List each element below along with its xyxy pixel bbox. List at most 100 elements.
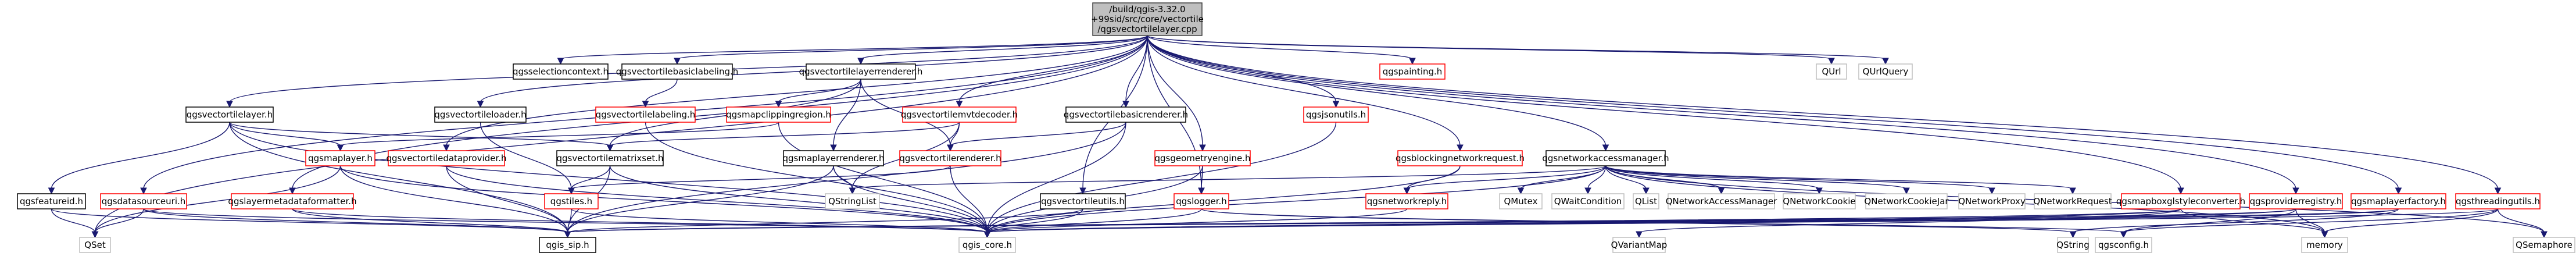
node-qgsvectortilemvtdecoder[interactable]: qgsvectortilemvtdecoder.h: [901, 106, 1018, 123]
node-QNetworkAccessManager[interactable]: QNetworkAccessManager: [1666, 193, 1777, 209]
node-QNetworkRequest[interactable]: QNetworkRequest: [2033, 193, 2112, 209]
node-qgsvectortilerenderer[interactable]: qgsvectortilerenderer.h: [899, 150, 1001, 166]
node-qgsmapclippingregion[interactable]: qgsmapclippingregion.h: [726, 106, 831, 123]
edge-qgsmaplayerfactory-to-qgis_sip: [567, 208, 2399, 233]
arrowhead-qgis_core: [983, 231, 991, 239]
node-qgis_sip[interactable]: qgis_sip.h: [539, 237, 596, 253]
node-label: qgspainting.h: [1383, 66, 1443, 77]
arrowhead-qgstiles: [568, 187, 575, 195]
node-qgsnetworkreply[interactable]: qgsnetworkreply.h: [1365, 193, 1448, 209]
edge-qgsnetworkaccessmanager-to-QNetworkCookieJar: [1605, 165, 1907, 190]
node-qgslayermetadataformatter[interactable]: qgslayermetadataformatter.h: [228, 193, 357, 209]
node-label: qgsblockingnetworkrequest.h: [1396, 153, 1525, 163]
edge-root-to-qgsblockingnetworkrequest: [1147, 35, 1461, 147]
node-label: qgsmaplayerrenderer.h: [782, 153, 884, 163]
node-QNetworkCookieJar[interactable]: QNetworkCookieJar: [1864, 193, 1949, 209]
arrowhead-QWaitCondition: [1584, 187, 1591, 195]
node-box: [1499, 193, 1543, 209]
node-qgis_core[interactable]: qgis_core.h: [958, 237, 1016, 253]
node-box: [1173, 193, 1229, 209]
edge-root-to-qgsthreadingutils: [1147, 35, 2499, 190]
edge-qgsnetworkaccessmanager-to-QNetworkRequest: [1605, 165, 2073, 190]
node-qgsvectortilebasiclabeling[interactable]: qgsvectortilebasiclabeling.h: [616, 63, 739, 80]
node-qgsvectortilebasicrenderer[interactable]: qgsvectortilebasicrenderer.h: [1064, 106, 1188, 123]
arrowhead-qgsthreadingutils: [2494, 187, 2502, 195]
node-QString[interactable]: QString: [2056, 237, 2090, 253]
node-qgsvectortilelayerrenderer[interactable]: qgsvectortilelayerrenderer.h: [799, 63, 923, 80]
node-label: qgsjsonutils.h: [1306, 109, 1366, 120]
arrowhead-qgsvectortileutils: [1079, 187, 1086, 195]
node-QVariantMap[interactable]: QVariantMap: [1611, 237, 1668, 253]
node-qgslogger[interactable]: qgslogger.h: [1173, 193, 1229, 209]
node-qgsmaplayerrenderer[interactable]: qgsmaplayerrenderer.h: [782, 150, 885, 166]
arrowhead-qgsvectortilelayer: [226, 101, 233, 108]
node-qgsthreadingutils[interactable]: qgsthreadingutils.h: [2455, 193, 2541, 209]
node-qgsgeometryengine[interactable]: qgsgeometryengine.h: [1154, 150, 1251, 166]
node-qgsnetworkaccessmanager[interactable]: qgsnetworkaccessmanager.h: [1542, 150, 1669, 166]
node-qgsmaplayer[interactable]: qgsmaplayer.h: [305, 150, 375, 166]
node-qgsfeatureid[interactable]: qgsfeatureid.h: [17, 193, 86, 209]
node-root[interactable]: /build/qgis-3.32.0+99sid/src/core/vector…: [1091, 2, 1204, 36]
node-label: QVariantMap: [1611, 240, 1668, 250]
node-label: qgsmaplayer.h: [308, 153, 373, 163]
arrowhead-QNetworkRequest: [2069, 187, 2076, 195]
node-QList[interactable]: QList: [1633, 193, 1659, 209]
node-QUrlQuery[interactable]: QUrlQuery: [1858, 63, 1913, 80]
arrowhead-qgsmapboxglstyleconverter: [2177, 187, 2184, 195]
edge-qgsmapboxglstyleconverter-to-memory: [2180, 208, 2325, 233]
edge-qgslogger-to-qgis_core: [986, 208, 1202, 233]
node-label: qgsvectortilemvtdecoder.h: [901, 109, 1018, 120]
node-label: qgsfeatureid.h: [20, 196, 83, 207]
node-qgsmaplayerfactory[interactable]: qgsmaplayerfactory.h: [2350, 193, 2446, 209]
node-box: [2249, 193, 2343, 209]
node-qgsconfig[interactable]: qgsconfig.h: [2095, 237, 2152, 253]
edge-qgsfeatureid-to-QSet: [51, 208, 96, 233]
edge-qgsnetworkaccessmanager-to-QWaitCondition: [1587, 165, 1607, 190]
node-qgsselectioncontext[interactable]: qgsselectioncontext.h: [513, 63, 609, 80]
arrowhead-qgsproviderregistry: [2292, 187, 2299, 195]
node-qgsvectortilelayer[interactable]: qgsvectortilelayer.h: [185, 106, 274, 123]
node-QUrl[interactable]: QUrl: [1816, 63, 1847, 80]
node-qgsvectortilelabeling[interactable]: qgsvectortilelabeling.h: [595, 106, 696, 123]
node-label: qgsvectortiledataprovider.h: [386, 153, 506, 163]
node-label: qgsproviderregistry.h: [2250, 196, 2342, 207]
node-QNetworkCookie[interactable]: QNetworkCookie: [1783, 193, 1856, 209]
node-qgsmapboxglstyleconverter[interactable]: qgsmapboxglstyleconverter.h: [2116, 193, 2245, 209]
node-qgsdatasourceuri[interactable]: qgsdatasourceuri.h: [100, 193, 187, 209]
node-QWaitCondition[interactable]: QWaitCondition: [1551, 193, 1625, 209]
edge-qgsnetworkaccessmanager-to-QList: [1605, 165, 1647, 190]
node-box: [185, 106, 274, 123]
edge-qgsmaplayerfactory-to-QString: [2072, 208, 2399, 233]
arrowhead-QString: [2069, 231, 2077, 239]
arrowhead-QSemaphore: [2541, 231, 2548, 239]
node-qgsvectortilematrixset[interactable]: qgsvectortilematrixset.h: [556, 150, 664, 166]
node-box: [902, 106, 1017, 123]
node-QMutex[interactable]: QMutex: [1499, 193, 1543, 209]
node-qgsjsonutils[interactable]: qgsjsonutils.h: [1303, 106, 1369, 123]
edge-qgsvectortilematrixset-to-qgis_core: [609, 165, 988, 233]
arrowhead-QUrl: [1828, 58, 1835, 65]
node-label: qgsvectortilelayer.h: [187, 109, 273, 120]
node-box: [1303, 106, 1369, 123]
node-qgsblockingnetworkrequest[interactable]: qgsblockingnetworkrequest.h: [1396, 150, 1525, 166]
node-qgspainting[interactable]: qgspainting.h: [1379, 63, 1446, 80]
node-label: qgsconfig.h: [2098, 240, 2149, 250]
node-QSet[interactable]: QSet: [79, 237, 111, 253]
node-box: [2034, 193, 2112, 209]
node-qgsvectortileloader[interactable]: qgsvectortileloader.h: [434, 106, 527, 123]
node-qgsproviderregistry[interactable]: qgsproviderregistry.h: [2249, 193, 2343, 209]
node-box: [1365, 193, 1448, 209]
node-qgsvectortiledataprovider[interactable]: qgsvectortiledataprovider.h: [386, 150, 507, 166]
edge-root-to-qgsselectioncontext: [560, 35, 1148, 60]
node-box: [595, 106, 696, 123]
node-memory[interactable]: memory: [2301, 237, 2348, 253]
edge-qgsthreadingutils-to-qgis_core: [986, 208, 2499, 233]
node-qgstiles[interactable]: qgstiles.h: [544, 193, 599, 209]
node-QNetworkProxy[interactable]: QNetworkProxy: [1958, 193, 2026, 209]
node-QSemaphore[interactable]: QSemaphore: [2513, 237, 2575, 253]
node-box: [2095, 237, 2152, 253]
node-QStringList[interactable]: QStringList: [825, 193, 880, 209]
node-qgsvectortileutils[interactable]: qgsvectortileutils.h: [1040, 193, 1126, 209]
node-label: +99sid/src/core/vectortile: [1091, 14, 1204, 24]
node-label: qgsvectortilelayerrenderer.h: [799, 66, 923, 77]
